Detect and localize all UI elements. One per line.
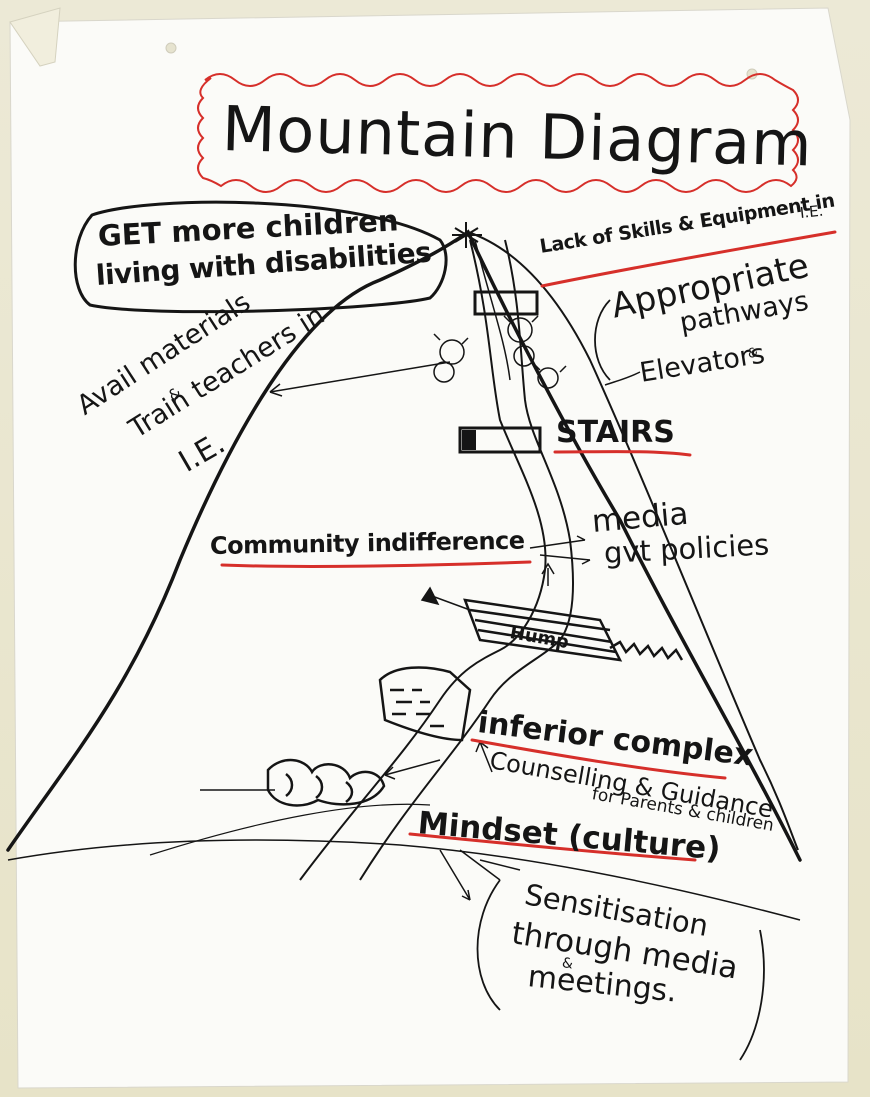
- paper-sheet: [9, 7, 851, 1089]
- title-red-frame: [197, 73, 799, 193]
- mountain-path-right: [359, 239, 574, 881]
- folded-corner: [9, 7, 61, 67]
- label-gvt-policies: gvt policies: [603, 527, 771, 570]
- mountain-path-inner: [474, 239, 511, 381]
- bush-cluster-icon: [433, 315, 567, 389]
- red-underlines: [220, 230, 837, 862]
- peak-star-icon: [452, 222, 482, 248]
- hump-obstacle: [463, 598, 684, 662]
- arrows: [200, 361, 641, 901]
- mountain-outline: [6, 229, 802, 862]
- label-stairs: STAIRS: [556, 415, 675, 450]
- goal-outline: [73, 200, 448, 314]
- mountain-path-left: [299, 239, 547, 881]
- label-lack-skills-ie: I.E.: [799, 201, 825, 222]
- rock-barrier-lower: [266, 758, 386, 807]
- bracket-appropriate: [594, 299, 611, 381]
- rock-barrier-upper: [378, 666, 472, 742]
- stairs-box: [458, 426, 542, 454]
- ground-line-lower: [149, 803, 431, 856]
- bracket-sensitisation: [476, 879, 765, 1061]
- obstacle-box-top: [473, 290, 539, 316]
- page-title: Mountain Diagram: [221, 92, 814, 181]
- punch-hole-left: [165, 42, 177, 54]
- ground-line: [7, 839, 801, 921]
- label-community-indifference: Community indifference: [209, 526, 525, 560]
- stairs-box-fill: [462, 430, 476, 450]
